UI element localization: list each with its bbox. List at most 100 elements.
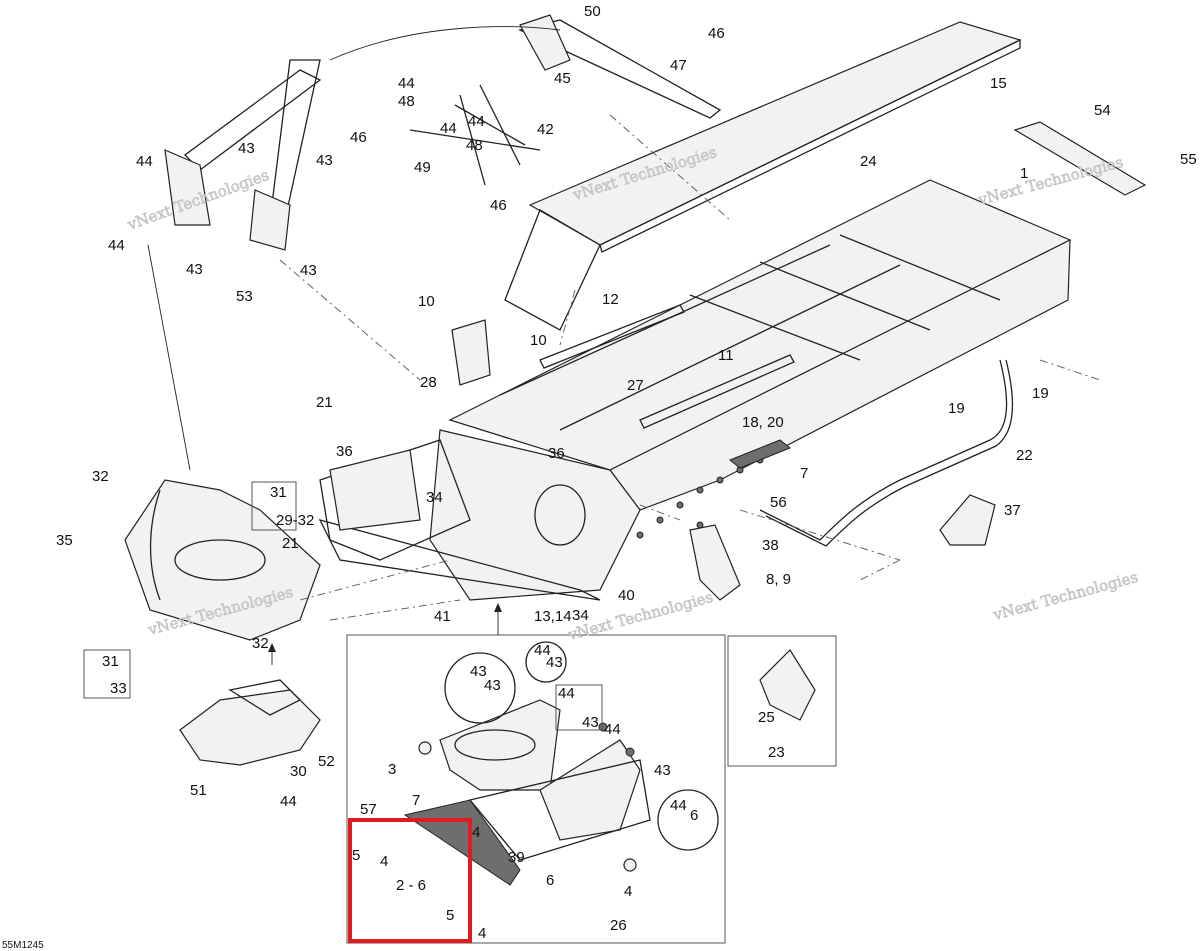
callout-19: 18, 20 <box>742 414 784 431</box>
callout-47: 47 <box>670 57 687 74</box>
callout-43: 44 <box>670 797 687 814</box>
lower-bracket <box>179 679 321 766</box>
fastener-box-31-32-lower <box>83 649 131 699</box>
callout-39: 2 - 6 <box>396 877 426 894</box>
callout-44: 43 <box>470 663 487 680</box>
callout-44: 43 <box>238 140 255 157</box>
callout-41: 13,14 <box>534 608 572 625</box>
callout-51: 44 <box>280 793 297 810</box>
front-chassis <box>318 429 641 601</box>
front-bulkhead <box>124 479 321 641</box>
callout-36: 36 <box>336 443 353 460</box>
callout-44: 43 <box>582 714 599 731</box>
detail-box-main <box>346 634 726 944</box>
fastener-box-31-32-upper <box>251 481 297 531</box>
callout-43: 43 <box>484 677 501 694</box>
callout-4: 5 <box>352 847 360 864</box>
callout-54: 55 <box>1180 151 1197 168</box>
callout-44: 43 <box>546 654 563 671</box>
callout-49: 49 <box>414 159 431 176</box>
callout-36: 34 <box>426 489 443 506</box>
callout-44: 44 <box>468 113 485 130</box>
callout-3: 57 <box>360 801 377 818</box>
callout-6: 4 <box>624 883 632 900</box>
callout-46: 46 <box>490 197 507 214</box>
callout-46: 46 <box>350 129 367 146</box>
callout-53: 54 <box>1094 102 1111 119</box>
callout-43: 44 <box>136 153 153 170</box>
callout-2-6: 6 <box>546 872 554 889</box>
tunnel-frame <box>448 21 1072 539</box>
callout-44: 43 <box>186 261 203 278</box>
callout-35: 21 <box>282 535 299 552</box>
callout-10: 12 <box>602 291 619 308</box>
highlight-frame <box>348 818 472 943</box>
mounting-plate-56 <box>939 494 996 546</box>
callout-21: 19 <box>1032 385 1049 402</box>
callout-25: 23 <box>768 744 785 761</box>
callout-46: 46 <box>708 25 725 42</box>
callout-37: 38 <box>762 537 779 554</box>
callout-11: 27 <box>627 377 644 394</box>
callout-13-14: 34 <box>572 607 589 624</box>
callout-29-32: 35 <box>56 532 73 549</box>
callout-1: 24 <box>860 153 877 170</box>
drawing-reference: 55M1245 <box>2 940 44 951</box>
callout-21: 56 <box>770 494 787 511</box>
callout-43: 44 <box>604 721 621 738</box>
callout-40: 41 <box>434 608 451 625</box>
callout-7: 4 <box>472 824 480 841</box>
callout-43: 43 <box>300 262 317 279</box>
front-cap-24 <box>451 319 491 386</box>
callout-28: 21 <box>316 394 333 411</box>
callout-4: 26 <box>610 917 627 934</box>
callout-43: 44 <box>534 642 551 659</box>
suspension-bracket-37 <box>689 524 741 601</box>
callout-43: 44 <box>558 685 575 702</box>
callout-43: 53 <box>236 288 253 305</box>
callout-44: 44 <box>440 120 457 137</box>
callout-57: 7 <box>412 792 420 809</box>
callout-8-9: 40 <box>618 587 635 604</box>
callout-44: 44 <box>398 75 415 92</box>
end-cap-53 <box>1013 121 1147 196</box>
callout-12: 10 <box>530 332 547 349</box>
callout-4: 5 <box>446 907 454 924</box>
callout-24: 10 <box>418 293 435 310</box>
callout-34: 32 <box>252 635 269 652</box>
assembly-leader-lines <box>147 114 1101 665</box>
callout-55: 1 <box>1020 165 1028 182</box>
callout-5: 4 <box>478 925 486 942</box>
callout-50: 50 <box>584 3 601 20</box>
callout-19: 19 <box>948 400 965 417</box>
callout-42: 43 <box>316 152 333 169</box>
callout-18-20: 22 <box>1016 447 1033 464</box>
callout-30: 51 <box>190 782 207 799</box>
callout-10: 11 <box>718 347 734 364</box>
callout-31: 29-32 <box>276 512 314 529</box>
callout-27: 28 <box>420 374 437 391</box>
callout-52: 30 <box>290 763 307 780</box>
callout-4: 39 <box>508 849 525 866</box>
callout-5: 4 <box>380 853 388 870</box>
callout-48: 48 <box>398 93 415 110</box>
callout-22: 7 <box>800 465 808 482</box>
callout-56: 37 <box>1004 502 1021 519</box>
callout-34: 32 <box>92 468 109 485</box>
steering-column <box>164 14 722 251</box>
callout-32: 31 <box>270 484 287 501</box>
callout-15: 15 <box>990 75 1007 92</box>
callout-31: 33 <box>110 680 127 697</box>
callout-labels: 50 46 47 15 45 44 48 44 44 48 46 49 46 4… <box>56 3 1197 942</box>
callout-43: 44 <box>108 237 125 254</box>
rear-bumper-18-20 <box>759 359 1014 547</box>
callout-38: 8, 9 <box>766 571 791 588</box>
svg-text:vNext Technologies: vNext Technologies <box>990 568 1140 624</box>
callout-44: 43 <box>654 762 671 779</box>
callout-32: 31 <box>102 653 119 670</box>
detail-box-right <box>727 635 837 767</box>
callout-48: 48 <box>466 137 483 154</box>
callout-33: 52 <box>318 753 335 770</box>
callout-6: 3 <box>388 761 396 778</box>
